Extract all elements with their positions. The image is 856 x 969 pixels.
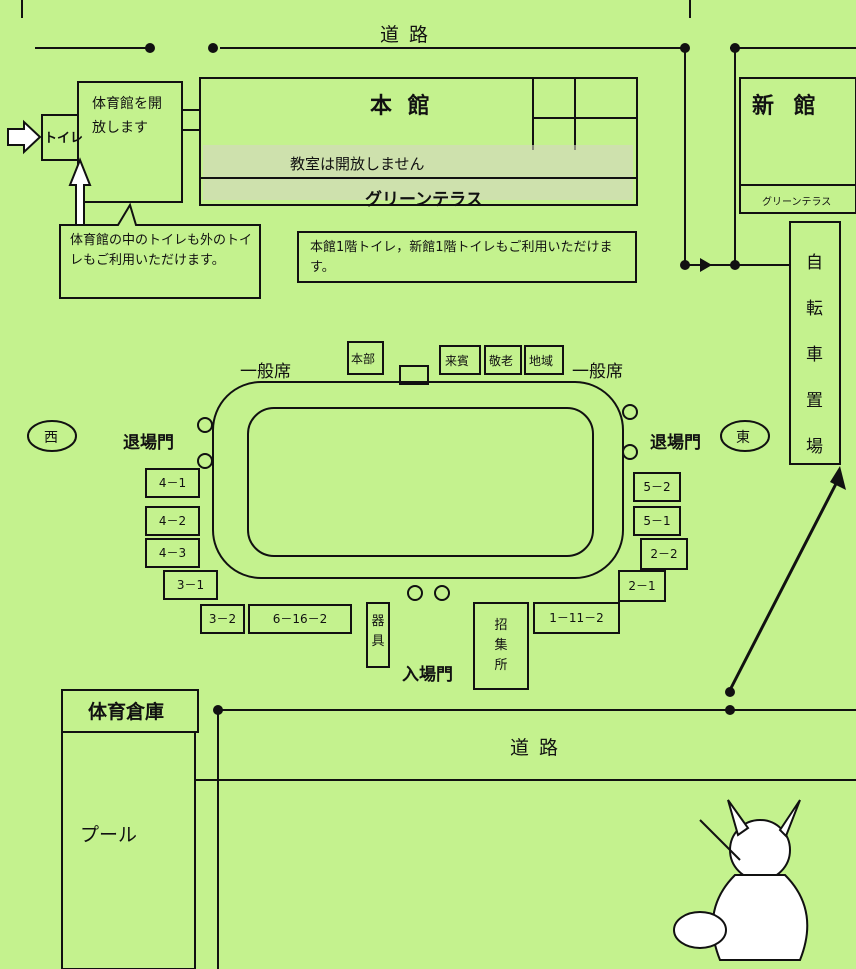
- bicycle-parking: [789, 221, 841, 465]
- class-area-4-2: 4－2: [145, 506, 200, 536]
- gym-callout-text: 体育館の中のトイレも外のトイレもご利用いただけます。: [70, 233, 253, 268]
- pool-label: プール: [80, 824, 138, 846]
- exit-gate-left: 退場門: [123, 433, 174, 453]
- main-building-label: 本 館: [370, 94, 434, 119]
- gym-callout-frame: [59, 202, 261, 299]
- headquarters-tent: [347, 341, 384, 375]
- west-label: 西: [44, 430, 58, 446]
- class-area-2-1: 2－1: [618, 570, 666, 602]
- classroom-note: 教室は開放しません: [290, 155, 425, 173]
- bleed-through-text: [590, 36, 607, 61]
- elderly-label: 敬老: [489, 354, 514, 368]
- class-area-2-2: 2－2: [640, 538, 688, 570]
- pool: [61, 731, 196, 969]
- community-label: 地域: [529, 354, 554, 368]
- green-terrace-small-label: グリーンテラス: [762, 197, 832, 208]
- gym-label: 体育館を開放します: [92, 96, 162, 136]
- new-building-label: 新 館: [752, 94, 822, 119]
- exit-gate-right: 退場門: [650, 433, 701, 453]
- headquarters-label: 本部: [351, 352, 376, 366]
- class-area-3-1: 3－1: [163, 570, 218, 600]
- east-marker: [720, 420, 770, 452]
- toilet-note-frame: [297, 231, 637, 283]
- class-area-6: 6－16－2: [248, 604, 352, 634]
- track-inner: [247, 407, 594, 557]
- gate-posts: [197, 404, 638, 601]
- equipment-box: 器具: [366, 602, 390, 668]
- green-terrace-label: グリーンテラス: [365, 190, 483, 210]
- entry-arrows: [7, 119, 92, 226]
- bottom-road-label: 道路: [510, 737, 569, 759]
- assembly-box: 招集所: [473, 602, 529, 690]
- class-area-3-2: 3－2: [200, 604, 245, 634]
- guests-label: 来賓: [445, 354, 470, 368]
- top-road-lines: [21, 0, 856, 266]
- general-seat-right: 一般席: [572, 362, 623, 382]
- track-outer: [212, 381, 624, 579]
- entrance-gate-label: 入場門: [402, 665, 453, 685]
- east-label: 東: [736, 430, 750, 446]
- new-building: [739, 77, 856, 214]
- toilet-note-text: 本館1階トイレ，新館1階トイレもご利用いただけます。: [310, 240, 613, 275]
- class-area-5-1: 5－1: [633, 506, 681, 536]
- community-tent: [524, 345, 564, 375]
- bicycle-parking-label: 自転車置場: [806, 253, 823, 457]
- guests-tent: [439, 345, 481, 375]
- class-area-4-3: 4－3: [145, 538, 200, 568]
- elderly-tent: [484, 345, 522, 375]
- toilet-label: トイレ: [44, 131, 84, 146]
- mascot-doodle: [673, 799, 809, 961]
- class-area-4-1: 4－1: [145, 468, 200, 498]
- top-road-label: 道路: [380, 24, 439, 46]
- toilet-box: [41, 114, 79, 161]
- main-building: [199, 77, 638, 206]
- class-area-1: 1－11－2: [533, 602, 620, 634]
- gym-storage-label: 体育倉庫: [88, 701, 165, 723]
- general-seat-left: 一般席: [240, 362, 291, 382]
- west-marker: [27, 420, 77, 452]
- class-area-5-2: 5－2: [633, 472, 681, 502]
